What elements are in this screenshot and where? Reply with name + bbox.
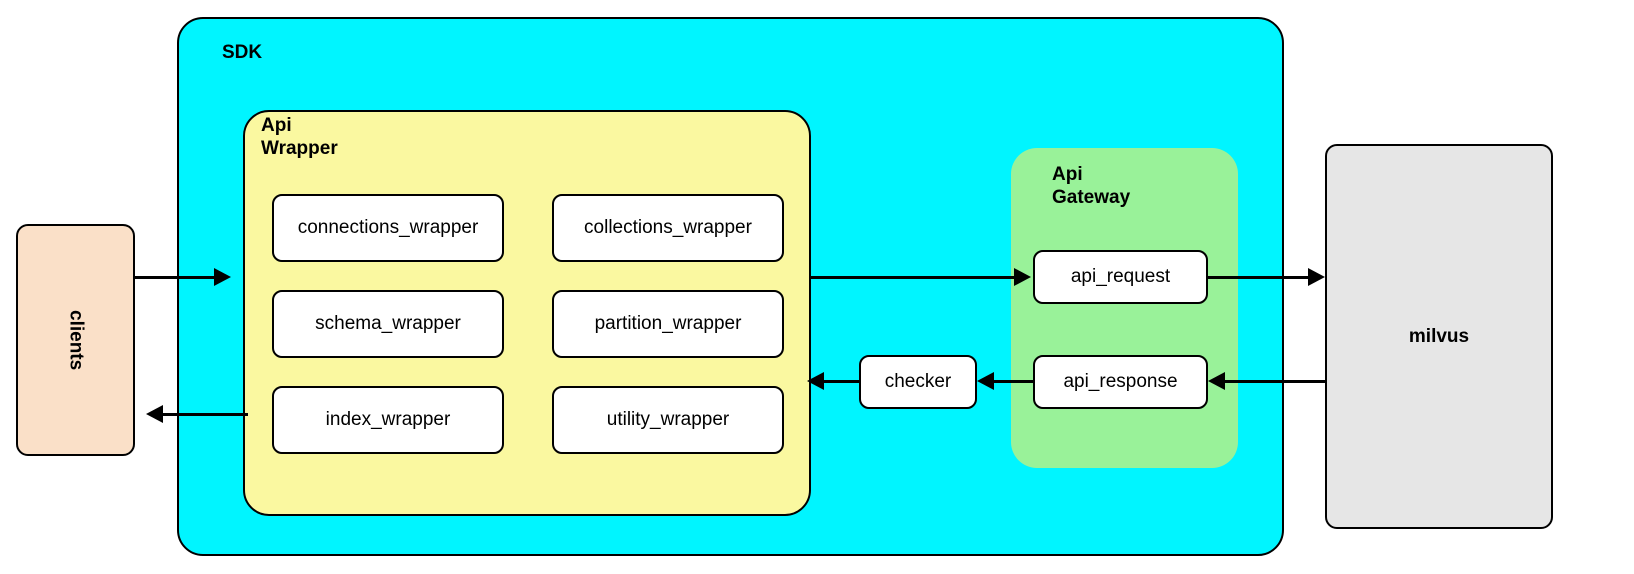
milvus-box[interactable]: milvus <box>1325 144 1553 529</box>
node-api-request[interactable]: api_request <box>1033 250 1208 304</box>
api-gateway-title: Api Gateway <box>1052 164 1131 209</box>
edge-api-request-to-milvus-line <box>1208 276 1318 279</box>
sdk-title: SDK <box>222 42 263 63</box>
node-index-wrapper[interactable]: index_wrapper <box>272 386 504 454</box>
api-gateway-container[interactable] <box>1011 148 1238 468</box>
node-api-response[interactable]: api_response <box>1033 355 1208 409</box>
api-wrapper-title: Api Wrapper <box>261 115 338 160</box>
edge-checker-to-api-wrapper-line <box>824 380 859 383</box>
node-collections-wrapper[interactable]: collections_wrapper <box>552 194 784 262</box>
node-checker[interactable]: checker <box>859 355 977 409</box>
edge-clients-to-api-wrapper-line <box>135 276 220 279</box>
node-utility-wrapper[interactable]: utility_wrapper <box>552 386 784 454</box>
clients-box[interactable]: clients <box>16 224 135 456</box>
edge-clients-to-api-wrapper-head <box>214 268 231 286</box>
milvus-label: milvus <box>1408 325 1470 347</box>
edge-milvus-to-api-response-line <box>1213 380 1325 383</box>
node-schema-wrapper[interactable]: schema_wrapper <box>272 290 504 358</box>
edge-milvus-to-api-response-head <box>1208 372 1225 390</box>
edge-checker-to-api-wrapper-head <box>807 372 824 390</box>
edge-sdk-to-clients-head <box>146 405 163 423</box>
edge-api-wrapper-to-api-request-line <box>811 276 1019 279</box>
edge-api-request-to-milvus-head <box>1308 268 1325 286</box>
node-partition-wrapper[interactable]: partition_wrapper <box>552 290 784 358</box>
edge-api-response-to-checker-head <box>977 372 994 390</box>
edge-api-wrapper-to-api-request-head <box>1014 268 1031 286</box>
edge-api-response-to-checker-line <box>983 380 1033 383</box>
node-connections-wrapper[interactable]: connections_wrapper <box>272 194 504 262</box>
edge-sdk-to-clients-line <box>163 413 248 416</box>
clients-label: clients <box>65 309 87 371</box>
